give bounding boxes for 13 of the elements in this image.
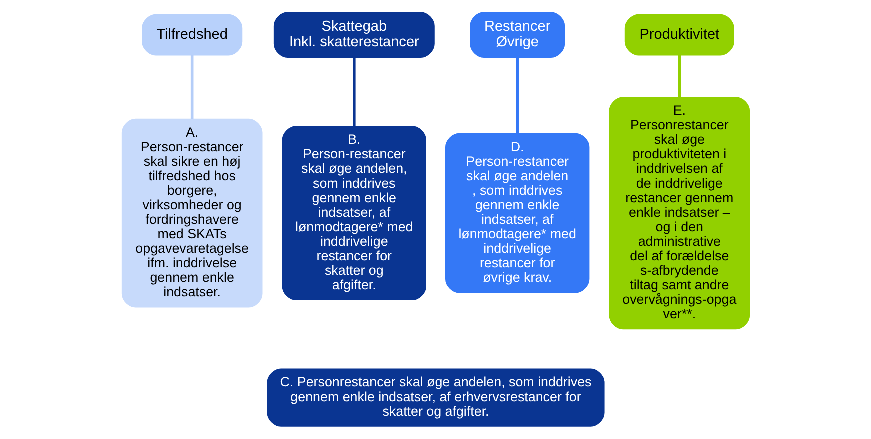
node-box: Tilfredshed — [142, 14, 242, 56]
node-box: A. Person-restancer skal sikre en høj tilfredshed hos borgere, virksomheder og fordringshavere med SKATs opgavevaretagelse ifm. inddrivelse gennem enkle indsatser. — [121, 118, 262, 308]
connector — [678, 55, 681, 98]
connector — [516, 58, 518, 134]
node-box: D. Person-restancer skal øge andelen , som inddrives gennem enkle indsatser, af lønmodtagere* med inddrivelige restancer for øvrige krav. — [445, 133, 590, 294]
node-box: Restancer Øvrige — [470, 12, 565, 58]
connector — [352, 58, 356, 126]
node-box: E. Personrestancer skal øge produktiviteten i inddrivelsen af de inddrivelige restancer gennem enkle indsatser – og i den administrative del af forældelses-afbrydende tiltag samt andre overvågnings-opgaver**. — [608, 97, 750, 330]
node-box: Produktivitet — [624, 14, 734, 56]
node-box: C. Personrestancer skal øge andelen, som inddrives gennem enkle indsatser, af erhvervsrestancer for skatter og afgifter. — [266, 368, 604, 427]
node-box: B. Person-restancer skal øge andelen, som inddrives gennem enkle indsatser, af lønmodtagere* med inddrivelige restancer for skatter og afgifter. — [282, 126, 426, 301]
node-box: Skattegab Inkl. skatterestancer — [273, 12, 434, 58]
connector — [190, 55, 194, 120]
